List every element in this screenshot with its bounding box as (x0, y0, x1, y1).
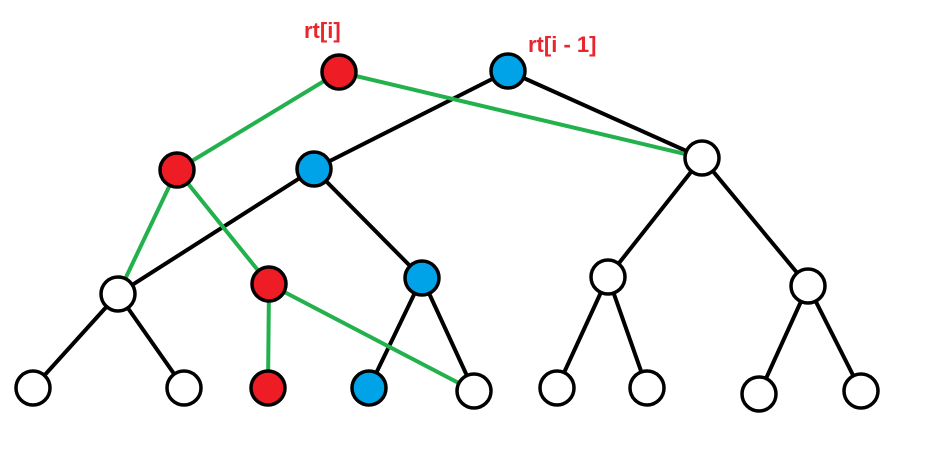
edge-black-w1-w2c (606, 156, 704, 279)
tree-node-red-r2 (250, 265, 288, 303)
tree-node-blue-l4 (350, 369, 388, 407)
edge-black-w2a-l1 (31, 292, 120, 390)
edge-green-r1-r2 (175, 168, 271, 286)
edge-black-w1-w2d (700, 156, 810, 288)
edge-green-r1-w2a (116, 168, 179, 296)
tree-node-white-w1 (683, 139, 721, 177)
tree-node-white-w2d (789, 267, 827, 305)
label-rt-i-minus-1: rt[i - 1] (528, 32, 597, 57)
tree-node-red-r0 (320, 53, 358, 91)
tree-node-white-w2c (589, 258, 627, 296)
tree-node-white-l9 (842, 372, 880, 410)
tree-node-white-l2 (165, 369, 203, 407)
tree-node-red-l3 (249, 369, 287, 407)
edge-black-w2a-l2 (116, 292, 186, 390)
edge-green-r0-w1 (337, 70, 704, 160)
tree-node-blue-b1 (295, 150, 333, 188)
edge-black-b0-b1 (312, 69, 510, 171)
edge-black-w2c-l6 (555, 275, 610, 390)
edge-green-r2-l5 (267, 282, 476, 393)
edge-black-b1-w2a (116, 167, 316, 296)
tree-node-white-l5 (455, 372, 493, 410)
edge-black-w2c-l7 (606, 275, 649, 390)
tree-node-white-w2a (99, 275, 137, 313)
tree-node-blue-b0 (489, 52, 527, 90)
edge-black-b1-b2 (312, 167, 424, 280)
label-rt-i: rt[i] (304, 18, 341, 43)
tree-node-white-l6 (538, 369, 576, 407)
tree-node-blue-b2 (403, 259, 441, 297)
tree-node-white-l1 (14, 369, 52, 407)
edge-black-w2d-l9 (806, 284, 863, 393)
tree-node-white-l7 (628, 369, 666, 407)
edge-green-r0-r1 (175, 70, 341, 172)
edge-black-w2d-l8 (757, 284, 810, 396)
edges-layer (31, 69, 863, 396)
tree-node-white-l8 (740, 375, 778, 413)
nodes-layer (14, 52, 880, 413)
edge-black-b2-l5 (420, 276, 476, 393)
edge-black-b2-l4 (367, 276, 424, 390)
edge-black-b0-w1 (506, 69, 704, 160)
tree-node-red-r1 (158, 151, 196, 189)
